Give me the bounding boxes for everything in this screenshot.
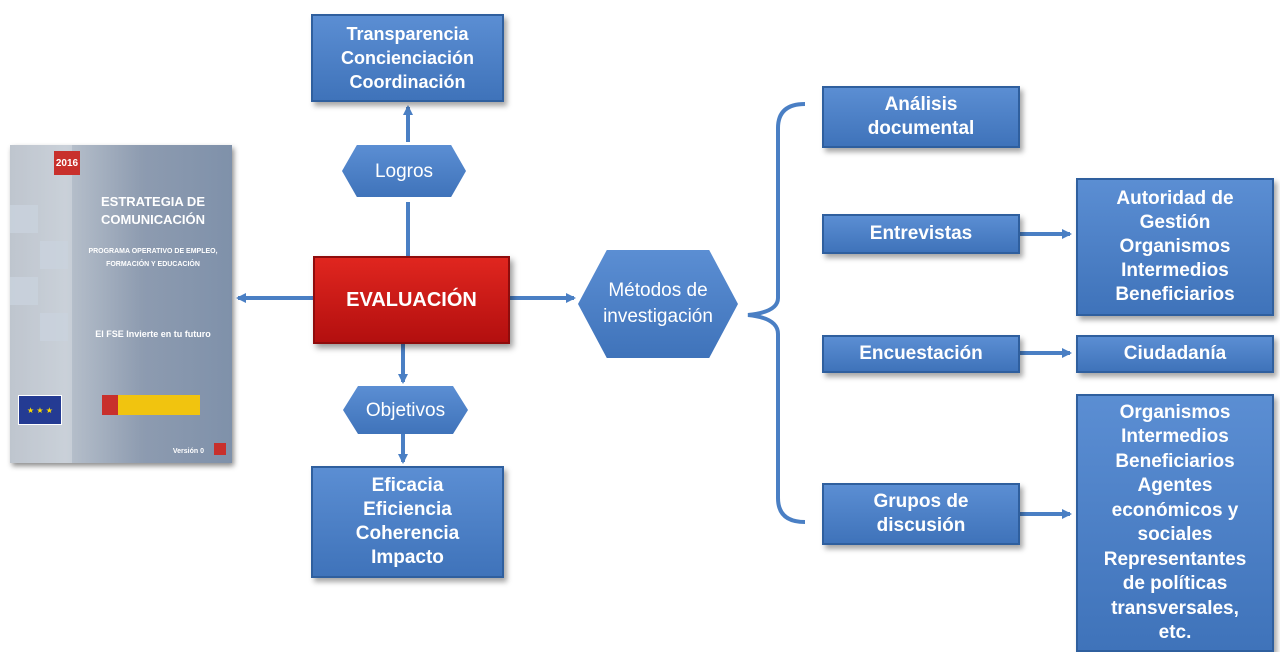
evaluation-box: EVALUACIÓN bbox=[313, 256, 510, 344]
government-logo bbox=[102, 395, 200, 415]
methods-hexagon: Métodos de investigación bbox=[578, 250, 738, 358]
grupos-discusion-box: Grupos de discusión bbox=[822, 483, 1020, 545]
entrevistas-box: Entrevistas bbox=[822, 214, 1020, 254]
cover-tile bbox=[40, 313, 68, 341]
encuestacion-target-box: Ciudadanía bbox=[1076, 335, 1274, 373]
objectives-box: Eficacia Eficiencia Coherencia Impacto bbox=[311, 466, 504, 578]
cover-corner-mark bbox=[214, 443, 226, 455]
grupos-targets-box: Organismos Intermedios Beneficiarios Age… bbox=[1076, 394, 1274, 652]
cover-year: 2016 bbox=[54, 151, 80, 175]
cover-tile bbox=[10, 277, 38, 305]
cover-tile bbox=[10, 205, 38, 233]
cover-slogan: El FSE Invierte en tu futuro bbox=[95, 329, 211, 339]
cover-title: ESTRATEGIA DE COMUNICACIÓN bbox=[100, 194, 205, 227]
strategy-cover-image: 2016 ESTRATEGIA DE COMUNICACIÓN PROGRAMA… bbox=[10, 145, 232, 463]
cover-subtitle: PROGRAMA OPERATIVO DE EMPLEO, FORMACIÓN … bbox=[88, 248, 218, 268]
cover-version: Versión 0 bbox=[172, 448, 204, 455]
logros-hexagon: Logros bbox=[342, 145, 466, 197]
entrevistas-targets-box: Autoridad de Gestión Organismos Intermed… bbox=[1076, 178, 1274, 316]
objetivos-hexagon: Objetivos bbox=[343, 386, 468, 434]
analisis-documental-box: Análisis documental bbox=[822, 86, 1020, 148]
achievements-box: Transparencia Concienciación Coordinació… bbox=[311, 14, 504, 102]
encuestacion-box: Encuestación bbox=[822, 335, 1020, 373]
eu-flag-logo: ★ ★ ★ bbox=[18, 395, 62, 425]
cover-tile bbox=[40, 241, 68, 269]
method-bracket bbox=[747, 102, 806, 524]
